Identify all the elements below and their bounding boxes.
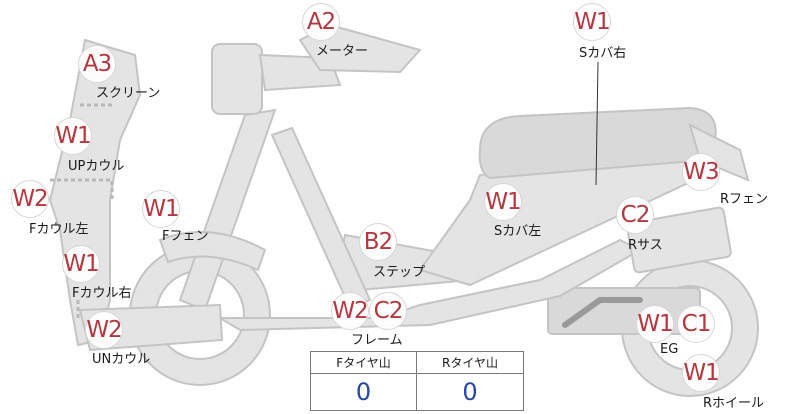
- r-wheel-code-badge[interactable]: W1: [682, 354, 720, 392]
- r-wheel-label: Rホイール: [703, 396, 765, 411]
- tire-tread-table: Fタイヤ山 Rタイヤ山 0 0: [310, 351, 524, 411]
- s-cover-right-label: Sカバ右: [579, 46, 627, 61]
- s-cover-left-label: Sカバ左: [494, 224, 542, 239]
- front-fender-shape: [158, 231, 267, 272]
- f-cowl-left-label: Fカウル左: [29, 222, 89, 237]
- front-tread-value[interactable]: 0: [311, 374, 417, 410]
- f-fender-code-badge[interactable]: W1: [142, 190, 180, 228]
- meter-code-badge[interactable]: A2: [302, 3, 340, 41]
- kick-lever: [562, 297, 643, 328]
- step-label: ステップ: [373, 265, 426, 280]
- rear-fender-shape: [688, 123, 750, 182]
- screen-label: スクリーン: [96, 86, 161, 101]
- rear-tread-header: Rタイヤ山: [417, 352, 523, 374]
- r-suspension-code-badge[interactable]: C2: [616, 196, 654, 234]
- r-fender-code-badge[interactable]: W3: [682, 153, 720, 191]
- s-cover-left-code-badge[interactable]: W1: [484, 183, 522, 221]
- down-tube: [270, 126, 372, 310]
- up-cowl-code-badge[interactable]: W1: [54, 117, 92, 155]
- s-cover-right-code-badge[interactable]: W1: [573, 3, 611, 41]
- engine-label: EG: [660, 342, 679, 357]
- meter-label: メーター: [316, 44, 369, 59]
- s-cover-right-leader: [595, 61, 599, 186]
- front-tread-header: Fタイヤ山: [311, 352, 417, 374]
- frame-label: フレーム: [351, 333, 403, 348]
- step-code-badge[interactable]: B2: [359, 223, 397, 261]
- screen-code-badge[interactable]: A3: [78, 45, 116, 83]
- engine-code-badge-2[interactable]: C1: [677, 305, 715, 343]
- un-cowl-code-badge[interactable]: W2: [85, 311, 123, 349]
- frame-code-badge-1[interactable]: W2: [331, 292, 369, 330]
- f-cowl-right-code-badge[interactable]: W1: [62, 245, 100, 283]
- r-suspension-label: Rサス: [628, 238, 663, 253]
- f-cowl-right-label: Fカウル右: [72, 286, 132, 301]
- rear-shock-shape: [626, 206, 732, 274]
- frame-code-badge-2[interactable]: C2: [369, 292, 407, 330]
- f-fender-label: Fフェン: [162, 229, 209, 244]
- engine-code-badge-1[interactable]: W1: [636, 305, 674, 343]
- up-cowl-label: UPカウル: [68, 159, 125, 174]
- seat-shape: [478, 106, 717, 180]
- rear-tread-value[interactable]: 0: [462, 378, 478, 406]
- un-cowl-label: UNカウル: [92, 352, 151, 367]
- r-fender-label: Rフェン: [720, 192, 769, 207]
- f-cowl-left-code-badge[interactable]: W2: [11, 180, 49, 218]
- headlight-shape: [211, 43, 263, 115]
